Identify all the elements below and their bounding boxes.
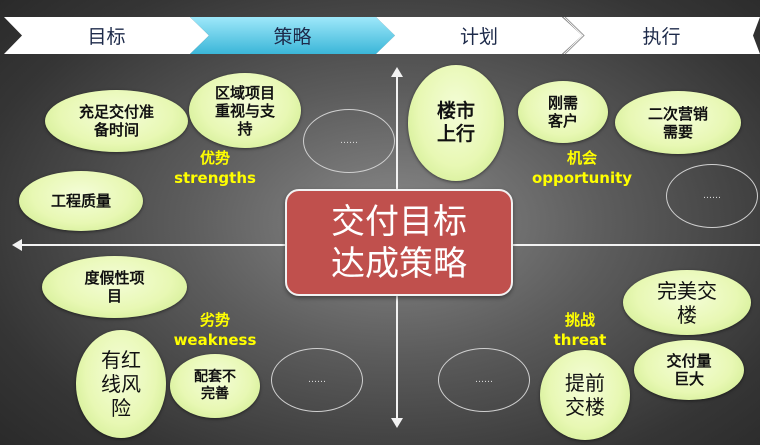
bubble-text: 巨大 [673,370,704,388]
center-title-line2: 达成策略 [331,243,467,284]
weakness-placeholder: …… [271,348,363,412]
threat-cn: 挑战 [564,311,595,329]
step-plan[interactable]: 计划 [376,17,582,54]
bubble-text: 重视与支 [214,101,275,120]
step-strategy[interactable]: 策略 [190,17,395,54]
threat-placeholder: …… [438,348,530,412]
bubble-text: 上行 [436,123,475,145]
threat-en: threat [553,331,607,349]
bubble-text: 二次营销 [647,104,708,123]
opportunity-label: 机会 opportunity [522,148,642,188]
arrow-up-icon [391,67,403,77]
opportunity-cn: 机会 [566,149,597,167]
step-plan-label: 计划 [459,26,498,48]
bubble-text: 提前 [565,371,605,395]
bubble-text: 楼 [677,302,697,327]
placeholder-text: …… [340,136,358,146]
bubble-text: 度假性项 [84,269,145,287]
bubble-text: 交楼 [565,395,605,419]
placeholder-text: …… [703,191,721,201]
step-execute[interactable]: 执行 [563,17,760,54]
bubble-text: 充足交付准 [78,103,154,121]
strength-bubble-regional-support: 区域项目 重视与支 持 [189,73,301,148]
bubble-text: 线风 [101,372,141,396]
strengths-label: 优势 strengths [160,148,270,188]
threat-bubble-perfect-delivery: 完美交 楼 [623,270,751,335]
weakness-bubble-red-line-risk: 有红 线风 险 [76,330,166,438]
strengths-en: strengths [174,169,256,187]
opportunity-en: opportunity [531,169,633,187]
step-strategy-label: 策略 [273,26,312,48]
process-steps: 目标 策略 计划 执行 [0,17,760,54]
strength-placeholder: …… [303,109,395,173]
bubble-text: 险 [111,396,131,420]
bubble-text: 工程质量 [50,192,111,210]
weakness-label: 劣势 weakness [160,310,270,350]
threat-bubble-early-delivery: 提前 交楼 [540,350,630,440]
chevron-divider-icon [564,17,585,54]
arrow-down-icon [391,418,403,428]
bubble-text: 完美交 [657,278,717,303]
bubble-text: 楼市 [436,100,475,123]
arrow-left-icon [12,239,22,251]
bubble-text: 配套不 [194,369,236,386]
threat-label: 挑战 threat [535,310,625,350]
bubble-text: 目 [106,287,122,305]
bubble-text: 刚需 [547,94,578,112]
bubble-text: 完善 [201,386,229,402]
bubble-text: 持 [237,119,253,138]
weakness-cn: 劣势 [199,311,230,329]
threat-bubble-large-volume: 交付量 巨大 [634,340,744,400]
strength-bubble-prep-time: 充足交付准 备时间 [45,90,188,152]
bubble-text: 交付量 [666,352,712,370]
weakness-bubble-resort-project: 度假性项 目 [42,256,187,318]
opportunity-placeholder: …… [666,164,758,228]
bubble-text: 有红 [101,348,141,372]
step-goal[interactable]: 目标 [4,17,209,54]
bubble-text: 区域项目 [214,83,275,102]
bubble-text: 备时间 [93,121,139,139]
weakness-bubble-facilities: 配套不 完善 [170,354,260,418]
opportunity-bubble-market-up: 楼市 上行 [408,65,504,181]
bubble-text: 客户 [547,112,578,130]
center-title-line1: 交付目标 [331,201,467,242]
strength-bubble-quality: 工程质量 [19,171,143,231]
bubble-text: 需要 [662,122,693,141]
step-goal-label: 目标 [87,26,126,48]
step-execute-label: 执行 [642,26,681,48]
central-goal-box: 交付目标 达成策略 [285,189,513,296]
strengths-cn: 优势 [199,149,230,167]
placeholder-text: …… [308,375,326,385]
weakness-en: weakness [173,331,257,349]
opportunity-bubble-first-buyers: 刚需 客户 [518,81,608,143]
opportunity-bubble-remarketing: 二次营销 需要 [615,91,741,154]
placeholder-text: …… [475,375,493,385]
